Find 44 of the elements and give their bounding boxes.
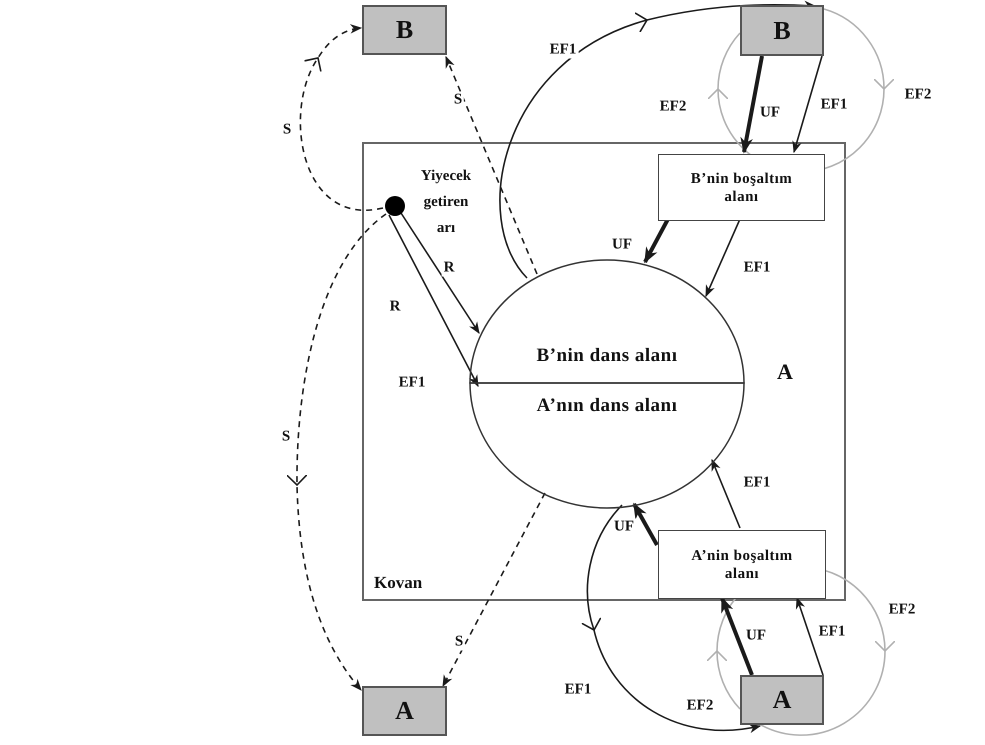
text-label: EF2 — [686, 698, 714, 714]
place-box — [362, 5, 447, 55]
bee-dot — [385, 196, 405, 216]
arrow — [499, 0, 816, 278]
node-label: B — [773, 14, 791, 46]
text-label: EF1 — [398, 374, 426, 392]
dance-area-half — [470, 383, 744, 508]
place-box — [740, 675, 824, 725]
arrow — [796, 596, 824, 676]
edge-label: S — [452, 634, 466, 650]
dashed-arrow — [445, 56, 538, 274]
node-label: B’nin boşaltım alanı — [690, 170, 794, 206]
node-label: A — [395, 695, 414, 727]
group-title: Kovan — [374, 573, 422, 593]
thick-arrow — [632, 502, 659, 546]
hive-frame — [362, 142, 846, 601]
node-label: A — [772, 684, 792, 716]
place-box — [740, 5, 824, 56]
arrow — [705, 218, 741, 298]
arrow — [388, 214, 479, 388]
node-label: B — [396, 14, 414, 46]
arrow — [582, 504, 761, 734]
node-caption: Yiyecek getiren arı — [420, 167, 472, 238]
text-label: EF2 — [658, 98, 688, 116]
arrow — [711, 458, 741, 528]
node-label: A’nin boşaltım alanı — [690, 546, 794, 582]
arrow — [400, 212, 480, 334]
dashed-arrow — [287, 213, 387, 691]
arrow — [792, 56, 823, 154]
area-box — [658, 530, 826, 599]
thick-arrow — [740, 56, 764, 154]
dance-area-label: A’nın dans alanı — [536, 395, 678, 417]
dashed-arrow — [442, 492, 546, 688]
text-label: EF2 — [888, 602, 916, 618]
dance-area-label: B’nin dans alanı — [535, 345, 679, 367]
dashed-arrow — [300, 24, 384, 211]
text-label: A — [776, 359, 794, 385]
edge-label: R — [442, 260, 456, 276]
edge-label: EF1 — [548, 42, 578, 58]
area-box — [658, 154, 825, 221]
text-label: EF2 — [904, 86, 932, 104]
dance-area-half — [470, 260, 744, 383]
thick-arrow — [720, 596, 754, 676]
place-box — [362, 686, 447, 736]
